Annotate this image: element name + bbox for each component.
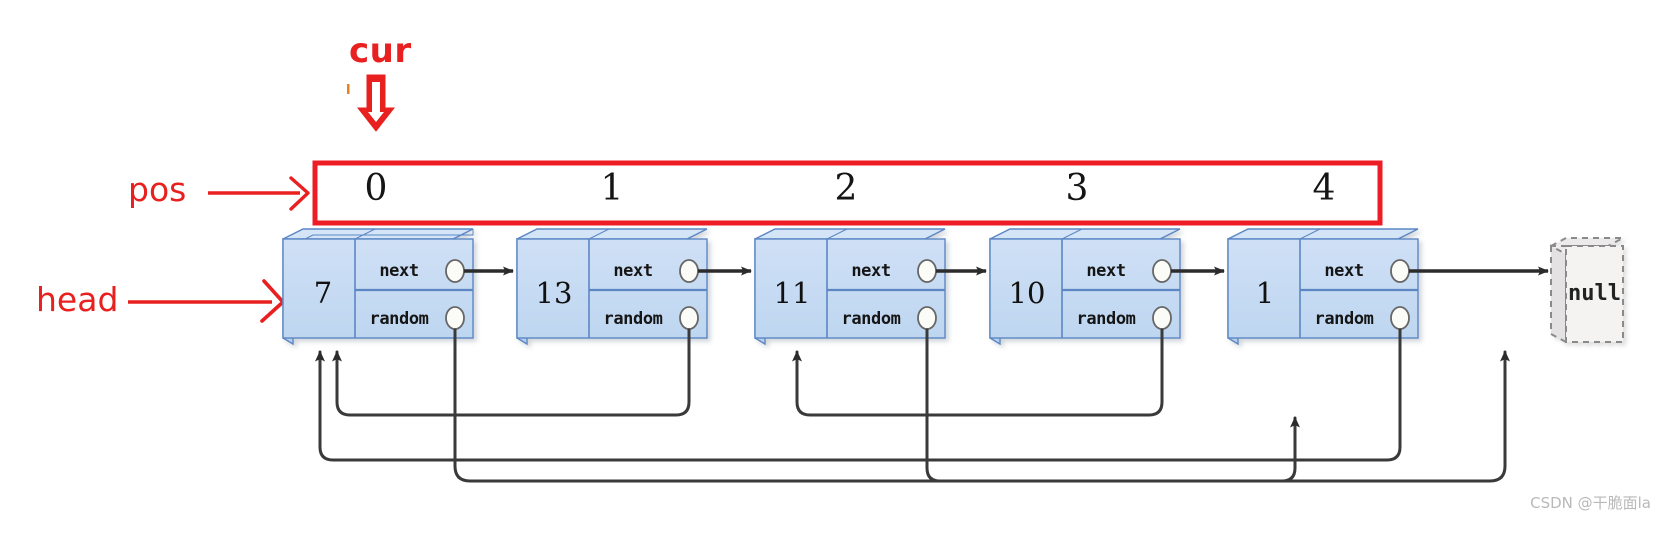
- node-next-label-1: next: [613, 261, 653, 281]
- node-random-label-4: random: [1314, 309, 1374, 329]
- node-next-label-3: next: [1086, 261, 1126, 281]
- random-arrow-1-to-7: [315, 328, 1402, 462]
- node-value-1: 13: [535, 276, 573, 310]
- node-value-2: 11: [773, 276, 811, 310]
- head-label: head: [36, 280, 119, 319]
- node-random-label-3: random: [1076, 309, 1136, 329]
- node-box-0: [282, 228, 474, 346]
- node-value-0: 7: [313, 276, 333, 310]
- pos-index-box: [312, 160, 1383, 226]
- pos-index-4: 4: [1312, 168, 1336, 209]
- cur-pointer-arrow: [347, 74, 396, 132]
- csdn-watermark: CSDN @干脆面la: [1530, 494, 1651, 512]
- node-random-label-1: random: [603, 309, 663, 329]
- node-value-4: 1: [1255, 276, 1275, 310]
- node-box-3: [989, 228, 1181, 346]
- cur-label: cur: [349, 31, 412, 71]
- node-next-label-4: next: [1324, 261, 1364, 281]
- null-label: null: [1568, 281, 1621, 306]
- node-value-3: 10: [1008, 276, 1046, 310]
- random-arrow-10-to-11: [792, 328, 1164, 417]
- random-arrow-7-to-null: [453, 328, 1510, 483]
- random-arrow-11-to-null: [925, 328, 1300, 483]
- pos-label: pos: [128, 170, 187, 209]
- node-box-4: [1227, 228, 1419, 346]
- node-next-label-2: next: [851, 261, 891, 281]
- pos-index-3: 3: [1065, 168, 1089, 209]
- pos-index-2: 2: [834, 168, 858, 209]
- null-terminator-box: [1550, 237, 1624, 344]
- pos-index-0: 0: [364, 168, 388, 209]
- node-next-label-0: next: [379, 261, 419, 281]
- random-arrow-13-to-7: [332, 328, 691, 417]
- head-label-arrow: [128, 279, 285, 323]
- node-random-label-2: random: [841, 309, 901, 329]
- pos-index-1: 1: [600, 168, 624, 209]
- node-box-1: [516, 228, 708, 346]
- node-random-label-0: random: [369, 309, 429, 329]
- pos-label-arrow: [208, 176, 310, 211]
- node-box-2: [754, 228, 946, 346]
- random-arrows: [315, 328, 1510, 483]
